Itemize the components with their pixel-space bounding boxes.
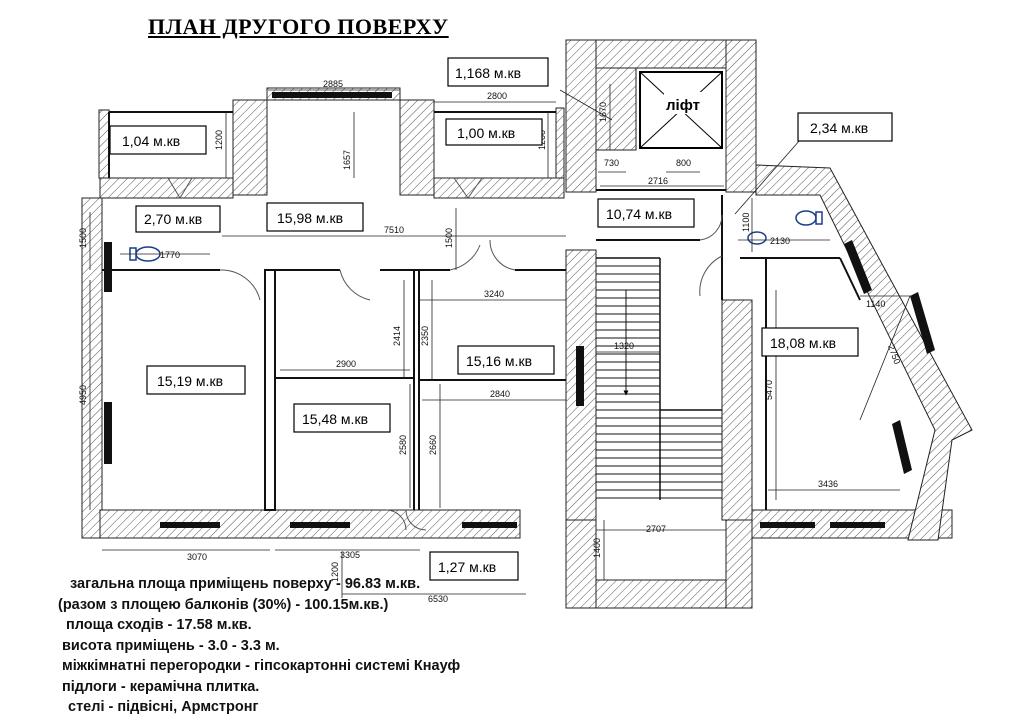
room-area-label: 10,74 м.кв <box>606 206 672 222</box>
dim-label: 2707 <box>646 524 666 534</box>
note-balcony-area: (разом з площею балконів (30%) - 100.15м… <box>58 596 389 613</box>
note-room-height: висота приміщень - 3.0 - 3.3 м. <box>62 637 280 654</box>
staircase <box>596 257 722 500</box>
dim-label: 1500 <box>444 228 454 248</box>
lift-shaft: ліфт <box>639 71 723 149</box>
note-stairs-area: площа сходів - 17.58 м.кв. <box>66 617 252 633</box>
dim-label: 1670 <box>598 102 608 122</box>
dim-label: 1400 <box>592 538 602 558</box>
dimension-labels: 2885 2800 1200 1657 1200 1670 730 800 27… <box>78 79 902 604</box>
note-total-area: загальна площа приміщень поверху - 96.83… <box>70 576 421 592</box>
plan-notes: загальна площа приміщень поверху - 96.83… <box>58 574 460 718</box>
dim-label: 3240 <box>484 289 504 299</box>
windows <box>104 92 935 528</box>
room-area-label: 1,168 м.кв <box>455 65 521 81</box>
dim-label: 800 <box>676 158 691 168</box>
dim-label: 2414 <box>392 326 402 346</box>
dim-label: 1100 <box>741 213 751 232</box>
dim-label: 1200 <box>214 130 224 150</box>
dim-label: 2350 <box>420 326 430 346</box>
room-area-label: 1,04 м.кв <box>122 133 180 149</box>
dim-label: 2580 <box>398 435 408 455</box>
room-area-label: 1,00 м.кв <box>457 125 515 141</box>
room-area-label: 2,34 м.кв <box>810 120 868 136</box>
dim-label: 5470 <box>764 380 774 400</box>
room-area-label: 18,08 м.кв <box>770 335 836 351</box>
dim-label: 1657 <box>342 150 352 170</box>
dim-label: 3305 <box>340 550 360 560</box>
dim-label: 1140 <box>866 299 885 309</box>
dim-label: 1320 <box>614 341 634 351</box>
room-area-label: 15,19 м.кв <box>157 373 223 389</box>
room-area-label: 15,98 м.кв <box>277 210 343 226</box>
dim-label: 2716 <box>648 176 668 186</box>
dim-label: 2660 <box>428 435 438 455</box>
room-labels: 1,04 м.кв 1,00 м.кв 1,168 м.кв 2,34 м.кв… <box>109 57 893 581</box>
partitions <box>102 111 861 511</box>
doors <box>167 177 723 531</box>
dim-label: 2800 <box>487 91 507 101</box>
dim-label: 2900 <box>336 359 356 369</box>
dimension-lines <box>89 84 912 598</box>
plan-title: ПЛАН ДРУГОГО ПОВЕРХУ <box>148 14 449 39</box>
dim-label: 1200 <box>330 562 340 582</box>
dim-label: 2130 <box>770 236 790 246</box>
dim-label: 3436 <box>818 479 838 489</box>
room-area-label: 15,16 м.кв <box>466 353 532 369</box>
dim-label: 7510 <box>384 225 404 235</box>
dim-label: 1770 <box>160 250 180 260</box>
dim-label: 2840 <box>490 389 510 399</box>
room-area-label: 2,70 м.кв <box>144 211 202 227</box>
lift-label: ліфт <box>666 97 700 114</box>
dim-label: 1500 <box>78 228 88 248</box>
dim-label: 3070 <box>187 552 207 562</box>
dim-label: 4950 <box>78 385 88 405</box>
room-area-label: 1,27 м.кв <box>438 559 496 575</box>
dim-label: 2885 <box>323 79 343 89</box>
note-ceilings: стелі - підвісні, Армстронг <box>68 699 259 715</box>
room-area-label: 15,48 м.кв <box>302 411 368 427</box>
dim-label: 730 <box>604 158 619 168</box>
note-partitions: міжкімнатні перегородки - гіпсокартонні … <box>62 658 461 674</box>
note-floors: підлоги - керамічна плитка. <box>62 678 260 695</box>
dim-label: 6530 <box>428 594 448 604</box>
